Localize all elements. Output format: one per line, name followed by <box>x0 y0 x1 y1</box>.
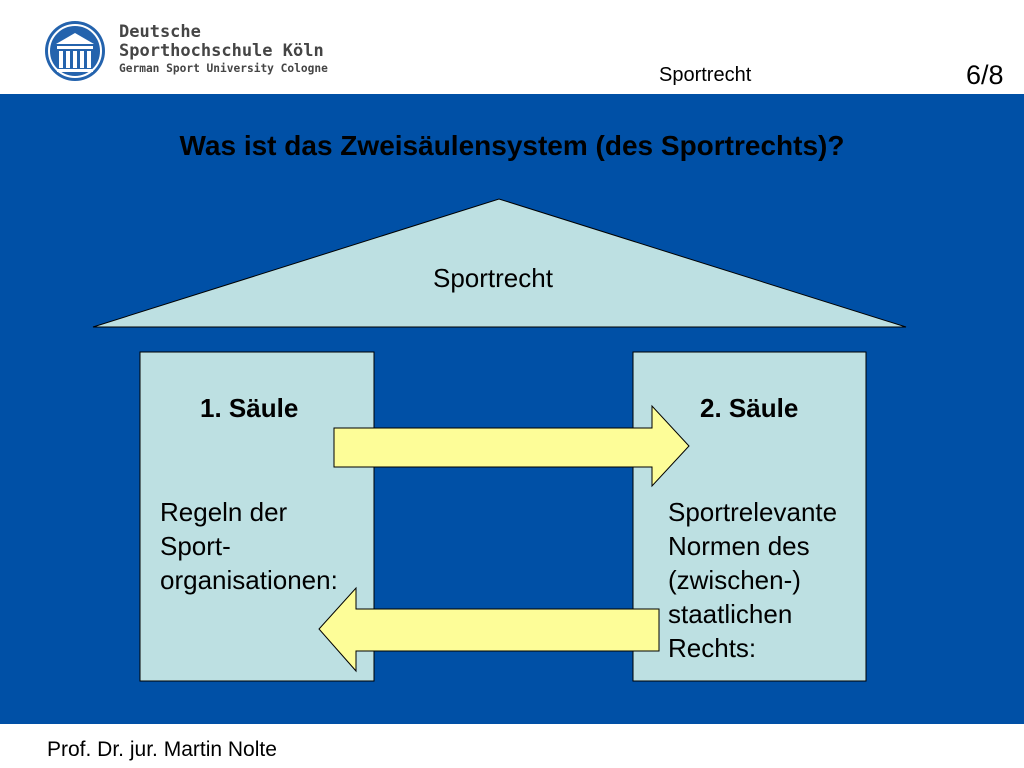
pillar-1-line: organisationen: <box>160 565 338 595</box>
course-title: Sportrecht <box>659 64 752 86</box>
pillar-2-line: (zwischen-) <box>668 565 801 595</box>
roof-label: Sportrecht <box>433 263 553 293</box>
pillar-1-text: Regeln der Sport- organisationen: <box>160 495 338 597</box>
pillar-2-text: Sportrelevante Normen des (zwischen-) st… <box>668 495 837 665</box>
header: Deutsche Sporthochschule Köln German Spo… <box>0 0 1024 94</box>
arrow-right-icon <box>333 404 690 488</box>
pillar-2-box <box>632 351 867 682</box>
pillar-2-line: staatlichen <box>668 599 793 629</box>
slide-title: Was ist das Zweisäulensystem (des Sportr… <box>179 130 845 161</box>
pillar-2-line: Rechts: <box>668 633 757 663</box>
footer-author: Prof. Dr. jur. Martin Nolte <box>47 738 277 761</box>
pillar-1-heading: 1. Säule <box>200 393 299 423</box>
arrow-left-icon <box>318 586 660 673</box>
logo-line-2: Sporthochschule Köln <box>119 41 324 61</box>
pillar-2-line: Normen des <box>668 531 810 561</box>
page-number: 6/8 <box>966 60 1004 90</box>
pillar-2-line: Sportrelevante <box>668 497 838 527</box>
logo-wordmark: Deutsche Sporthochschule Köln German Spo… <box>119 23 328 77</box>
columned-building-icon <box>45 21 105 81</box>
logo-line-3: German Sport University Cologne <box>119 62 328 75</box>
pillar-2-heading: 2. Säule <box>700 393 799 423</box>
logo-line-1: Deutsche <box>119 22 201 42</box>
pillar-1-line: Sport- <box>160 531 231 561</box>
pillar-1-line: Regeln der <box>160 497 288 527</box>
roof-shape <box>92 198 907 328</box>
